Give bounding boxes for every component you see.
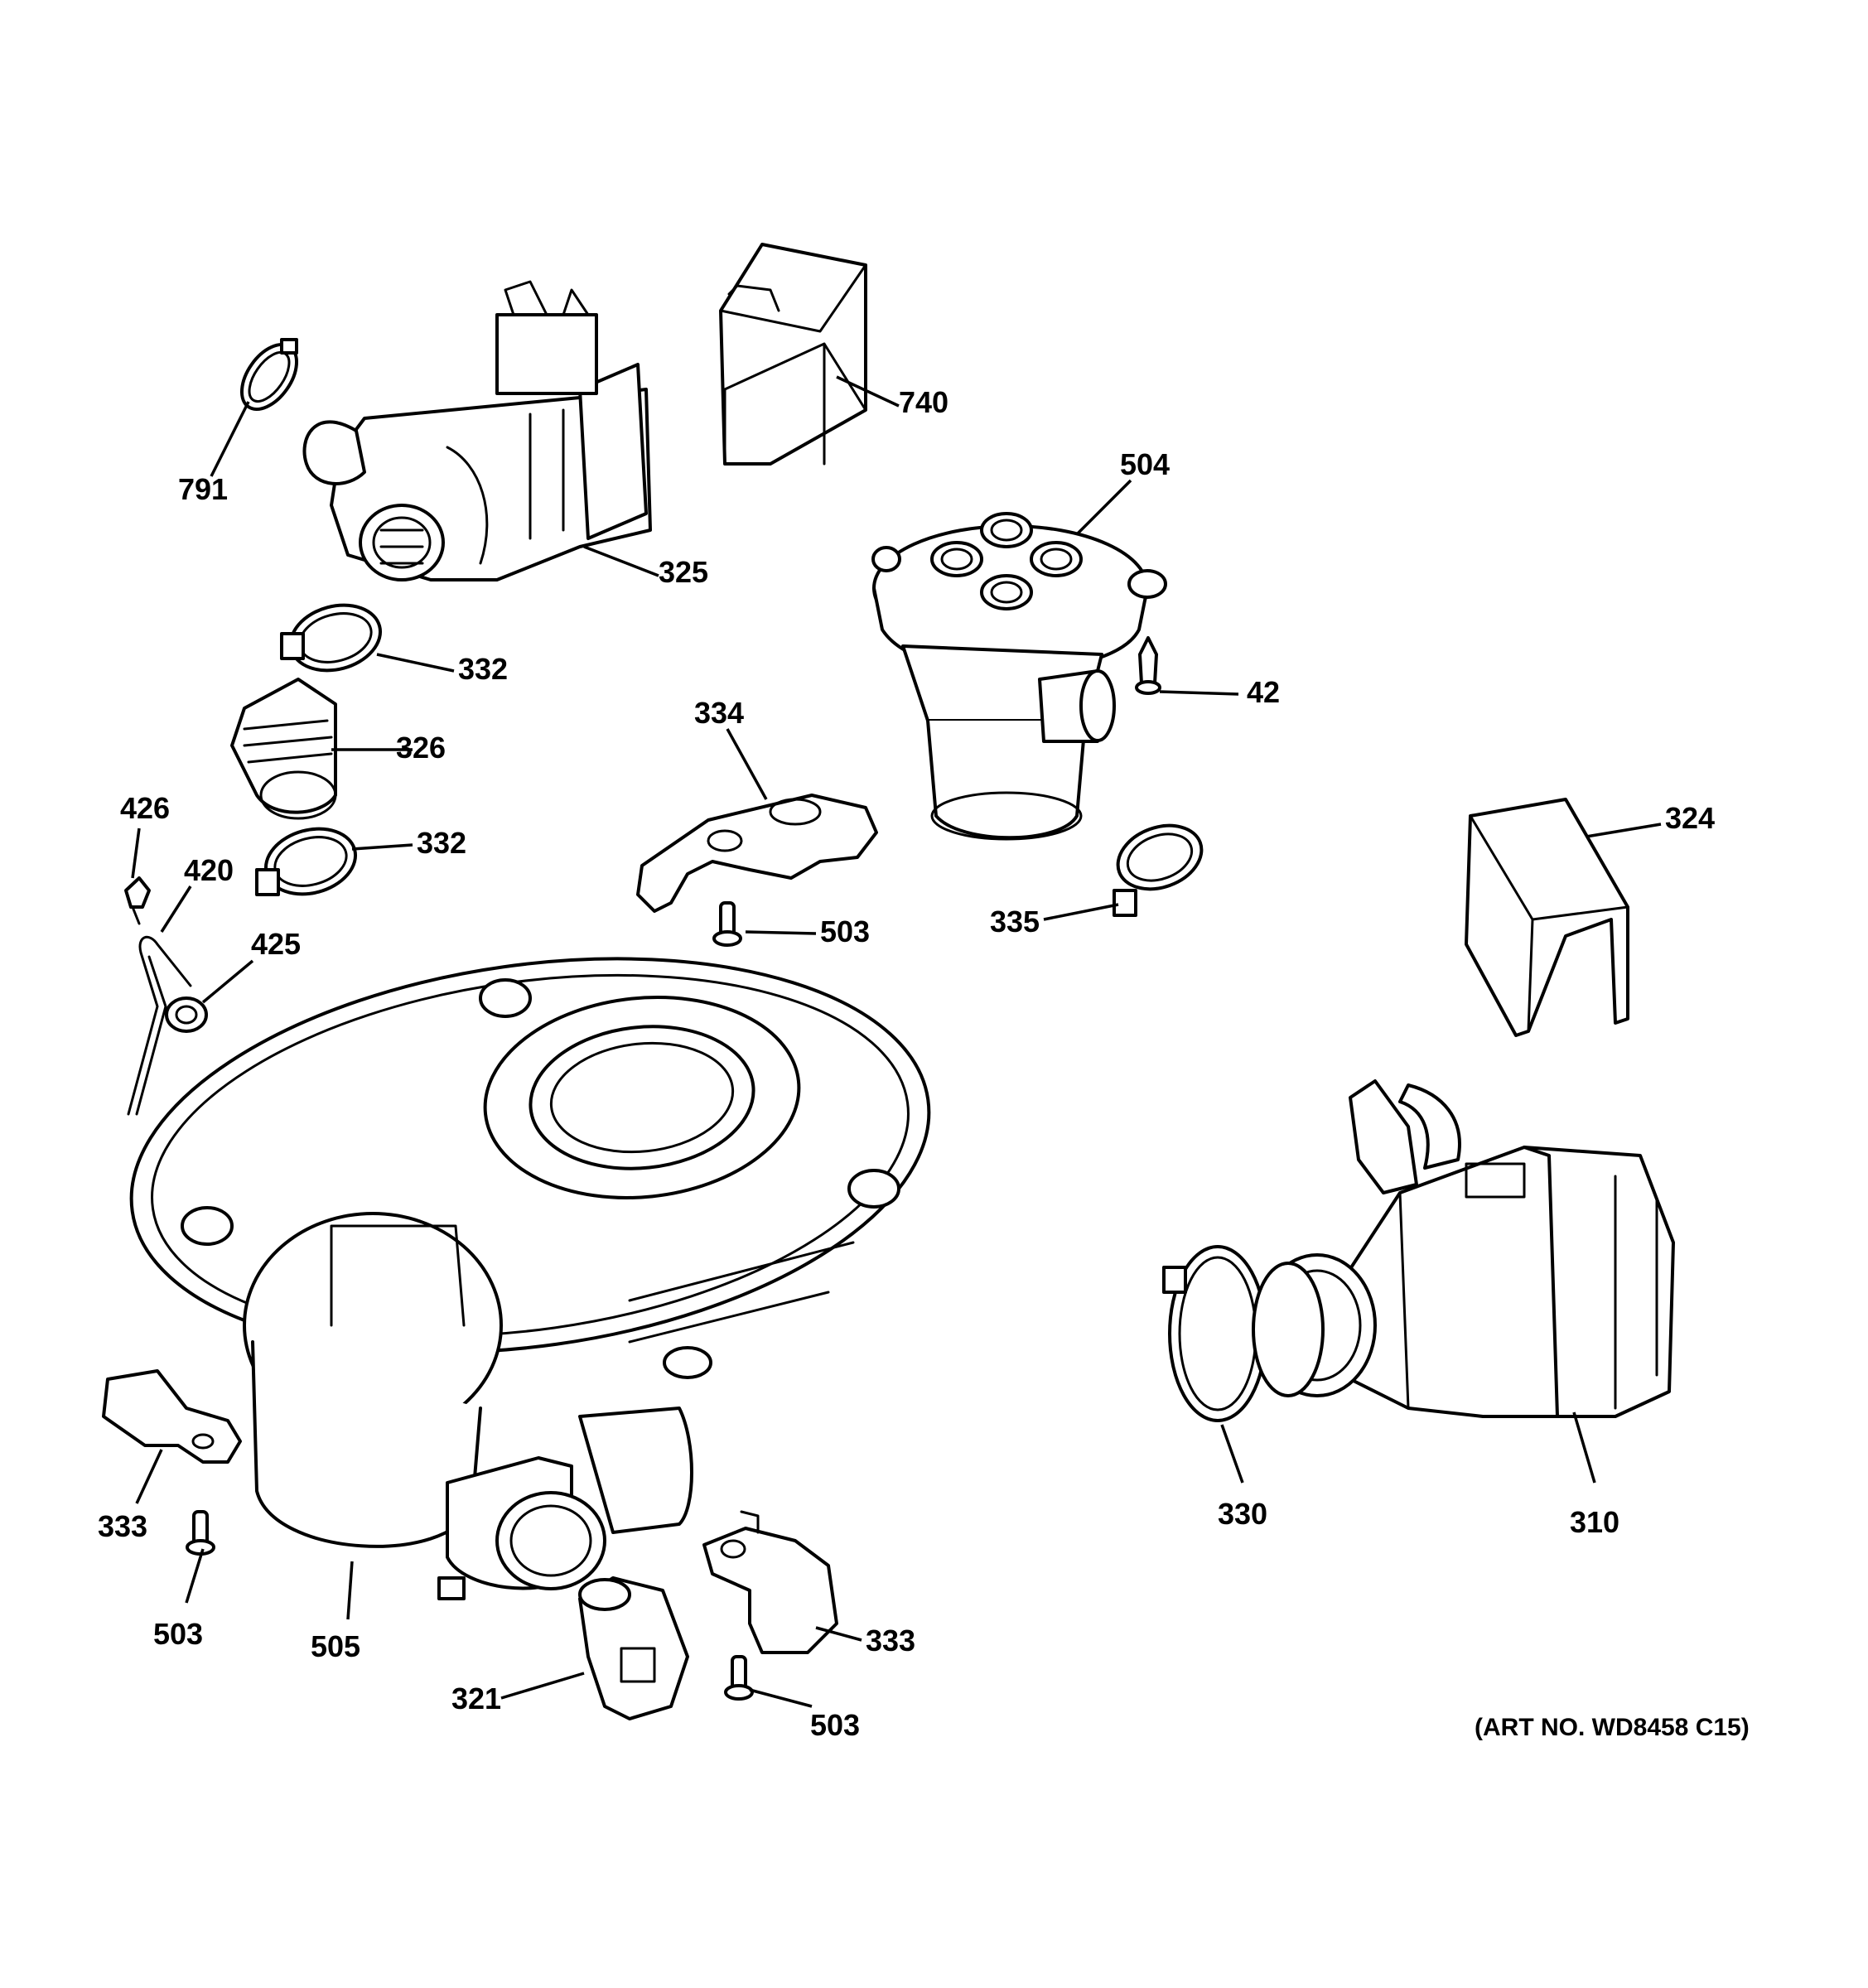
part-324-shield [1465, 798, 1629, 1037]
callout-42: 42 [1247, 675, 1280, 709]
part-325-drain-pump [302, 280, 652, 581]
part-42-screw [1135, 636, 1161, 695]
callout-325: 325 [659, 555, 708, 589]
callout-labels: 791 325 740 504 42 332 326 332 334 426 4… [98, 385, 1750, 1742]
part-333-bracket-right [702, 1510, 838, 1654]
callout-334: 334 [694, 696, 744, 730]
part-330-clamp [1162, 1245, 1267, 1422]
leader-lines [131, 375, 1662, 1708]
part-310-pump [1252, 1079, 1675, 1418]
callout-503-lower: 503 [810, 1708, 860, 1742]
part-504-diverter [871, 512, 1167, 841]
callout-330: 330 [1218, 1497, 1267, 1531]
part-505-sump [129, 957, 931, 1600]
callout-426: 426 [120, 791, 170, 825]
callout-326: 326 [396, 731, 446, 765]
part-334-bracket [636, 794, 878, 913]
callout-332-upper: 332 [458, 652, 508, 686]
part-333-bracket-left [102, 1369, 242, 1464]
callout-740: 740 [899, 385, 948, 419]
callout-425: 425 [251, 927, 301, 961]
part-332-clamp-lower [255, 827, 358, 896]
callout-310: 310 [1570, 1505, 1619, 1539]
part-425-grommet [165, 996, 208, 1033]
callout-504: 504 [1120, 447, 1170, 481]
part-426-screw [124, 876, 151, 925]
callout-503-upper: 503 [820, 914, 870, 948]
callout-335: 335 [990, 905, 1040, 939]
part-420-wire [127, 935, 192, 1116]
art-number: (ART NO. WD8458 C15) [1475, 1714, 1750, 1741]
part-335-clamp [1113, 823, 1204, 917]
callout-420: 420 [184, 853, 234, 887]
part-791-hose-clamp [239, 338, 299, 412]
callout-791: 791 [178, 472, 228, 506]
part-332-clamp-upper [280, 603, 383, 673]
callout-333-left: 333 [98, 1509, 147, 1543]
part-740-cover [719, 243, 867, 466]
part-326-hose [230, 678, 337, 820]
callout-503-left: 503 [153, 1617, 203, 1651]
callout-505: 505 [311, 1629, 360, 1663]
part-321-sensor [578, 1576, 689, 1720]
callout-332-lower: 332 [417, 826, 466, 860]
part-503-screw-upper [712, 901, 742, 947]
part-503-screw-lower [724, 1655, 754, 1701]
callout-324: 324 [1665, 801, 1715, 835]
part-503-screw-left [186, 1510, 215, 1556]
callout-333-right: 333 [866, 1624, 915, 1657]
callout-321: 321 [451, 1682, 501, 1715]
